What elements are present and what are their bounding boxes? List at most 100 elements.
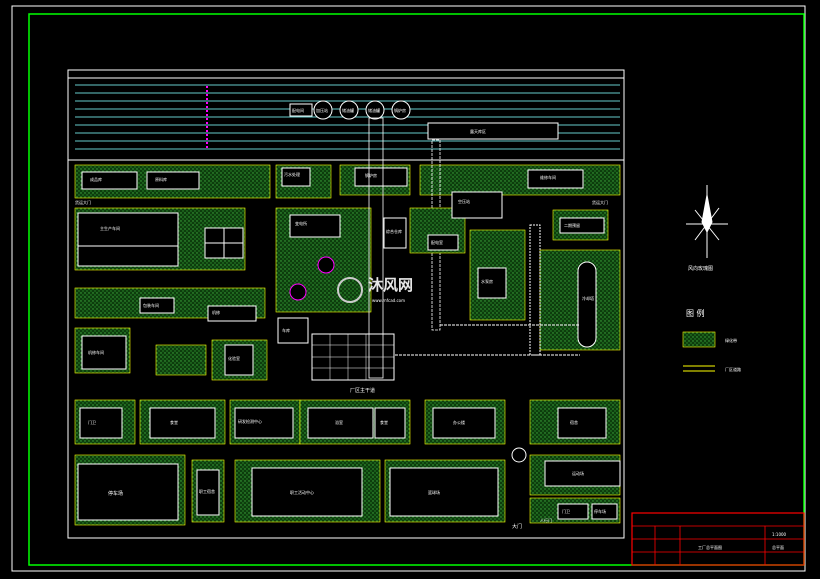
- label-mid-center-b: 配电室: [431, 239, 443, 245]
- building-mid-left-1: [289, 214, 341, 238]
- tank-label-3: 储油罐: [368, 107, 380, 113]
- label-tower: 冷却塔: [582, 295, 594, 301]
- building-row2-2: [149, 407, 216, 439]
- legend-swatch-green: [682, 331, 716, 348]
- compass-caption: 风向玫瑰图: [688, 265, 713, 272]
- building-mid-center-a: [383, 217, 407, 249]
- north-arrow-icon: [686, 185, 728, 258]
- building-row2-1: [79, 407, 123, 439]
- label-mid-small-3: 车库: [282, 327, 290, 333]
- label-gate-main: 大门: [512, 523, 522, 530]
- title-block-title: 工厂总平面图: [698, 544, 722, 550]
- label-gate-side-right: 货运大门: [592, 199, 608, 205]
- label-mid-small-2: 机修: [212, 309, 220, 315]
- building-row3-1: [77, 463, 179, 521]
- building-row3-4: [389, 467, 499, 517]
- building-small-left-1: [81, 171, 138, 190]
- building-mid-right-1: [451, 191, 503, 219]
- label-row3-4: 篮球场: [428, 489, 440, 495]
- label-row2-6: 办公楼: [453, 419, 465, 425]
- label-gate-right: 人行门: [540, 517, 552, 523]
- label-mid-left-3: 化验室: [228, 355, 240, 361]
- label-road: 厂区主干道: [350, 387, 375, 394]
- label-small-left-2: 原料库: [155, 176, 167, 182]
- label-small-right-1: 维修车间: [540, 174, 556, 180]
- building-mid-right-3: [559, 217, 605, 234]
- building-mid-small-1: [139, 297, 175, 314]
- site-boundary: [67, 159, 625, 539]
- legend-label-2: 厂区道路: [725, 366, 741, 372]
- top-tanks: [313, 100, 411, 120]
- building-row3-2: [196, 469, 220, 516]
- label-row3-5: 运动场: [572, 470, 584, 476]
- label-mid-left-1: 变电所: [295, 220, 307, 226]
- building-row2-7: [557, 407, 607, 439]
- legend-label-1: 绿化带: [725, 337, 737, 343]
- building-tower-rail: [577, 261, 597, 348]
- sheet-border: [11, 5, 806, 572]
- site-fence-top: [67, 69, 625, 79]
- building-mid-center-b: [427, 234, 459, 251]
- watermark-logo-icon: [337, 277, 363, 303]
- pipe-lines: [75, 84, 620, 150]
- building-mid-left-2: [81, 335, 127, 370]
- label-row2-3: 研发检测中心: [238, 418, 262, 424]
- label-mid-center-a: 综合仓库: [386, 228, 402, 234]
- label-main-workshop: 主生产车间: [100, 225, 120, 231]
- watermark-url: www.mfcad.com: [372, 298, 405, 303]
- building-small-mid-2: [354, 167, 408, 187]
- top-equipment-label: 配电间: [292, 107, 304, 113]
- green-belt-4: [419, 164, 621, 196]
- drawing-frame: [28, 13, 805, 566]
- title-block-sheet: 总平面: [772, 544, 784, 550]
- label-row2-4: 浴室: [335, 419, 343, 425]
- building-row2-6: [432, 407, 496, 439]
- building-row3-7: [591, 503, 618, 520]
- building-mid-left-3: [224, 344, 254, 376]
- building-small-right-1: [527, 169, 584, 189]
- road-spine-1: [368, 117, 384, 379]
- building-row3-3: [251, 467, 363, 517]
- label-small-mid-1: 污水处理: [284, 171, 300, 177]
- tank-label-1: 加压站: [316, 107, 328, 113]
- building-row2-3: [234, 407, 294, 439]
- watermark-text: 沐风网: [368, 276, 413, 294]
- roundabout: [511, 447, 527, 463]
- building-row2-4: [307, 407, 374, 439]
- magenta-tank-2: [289, 283, 307, 301]
- large-top-right-label: 露天库区: [470, 128, 486, 134]
- label-row2-2: 食堂: [170, 419, 178, 425]
- label-row3-7: 停车场: [594, 508, 606, 514]
- label-mid-right-1: 空压站: [458, 198, 470, 204]
- building-row3-6: [557, 503, 589, 520]
- building-small-left-2: [146, 171, 200, 190]
- label-small-mid-2: 锅炉房: [365, 172, 377, 178]
- label-row2-1: 门卫: [88, 419, 96, 425]
- tank-label-2: 储油罐: [342, 107, 354, 113]
- top-equipment-box: [289, 103, 313, 117]
- label-mid-right-2: 水泵房: [481, 278, 493, 284]
- magenta-tank-1: [317, 256, 335, 274]
- label-gate-side-left: 货运大门: [75, 199, 91, 205]
- label-mid-small-1: 包装车间: [143, 302, 159, 308]
- label-mid-right-3: 二期预留: [564, 222, 580, 228]
- road-spine-3: [529, 224, 541, 356]
- legend-title: 图 例: [686, 308, 705, 318]
- building-main-workshop: [77, 212, 179, 267]
- label-row3-3: 职工活动中心: [290, 489, 314, 495]
- label-row2-5: 食堂: [380, 419, 388, 425]
- label-row3-1: 停车场: [108, 490, 123, 497]
- building-mid-small-3: [277, 317, 309, 344]
- tank-label-4: 锅炉房: [394, 107, 406, 113]
- building-row3-5: [544, 460, 621, 487]
- title-block-scale: 1:1000: [772, 532, 787, 537]
- label-row3-2: 职工宿舍: [199, 488, 215, 494]
- label-row3-6: 门卫: [562, 508, 570, 514]
- building-row2-5: [374, 407, 406, 439]
- label-row2-7: 宿舍: [570, 419, 578, 425]
- building-small-mid-1: [281, 167, 311, 187]
- building-mid-right-2: [477, 267, 507, 299]
- label-small-left-1: 成品库: [90, 176, 102, 182]
